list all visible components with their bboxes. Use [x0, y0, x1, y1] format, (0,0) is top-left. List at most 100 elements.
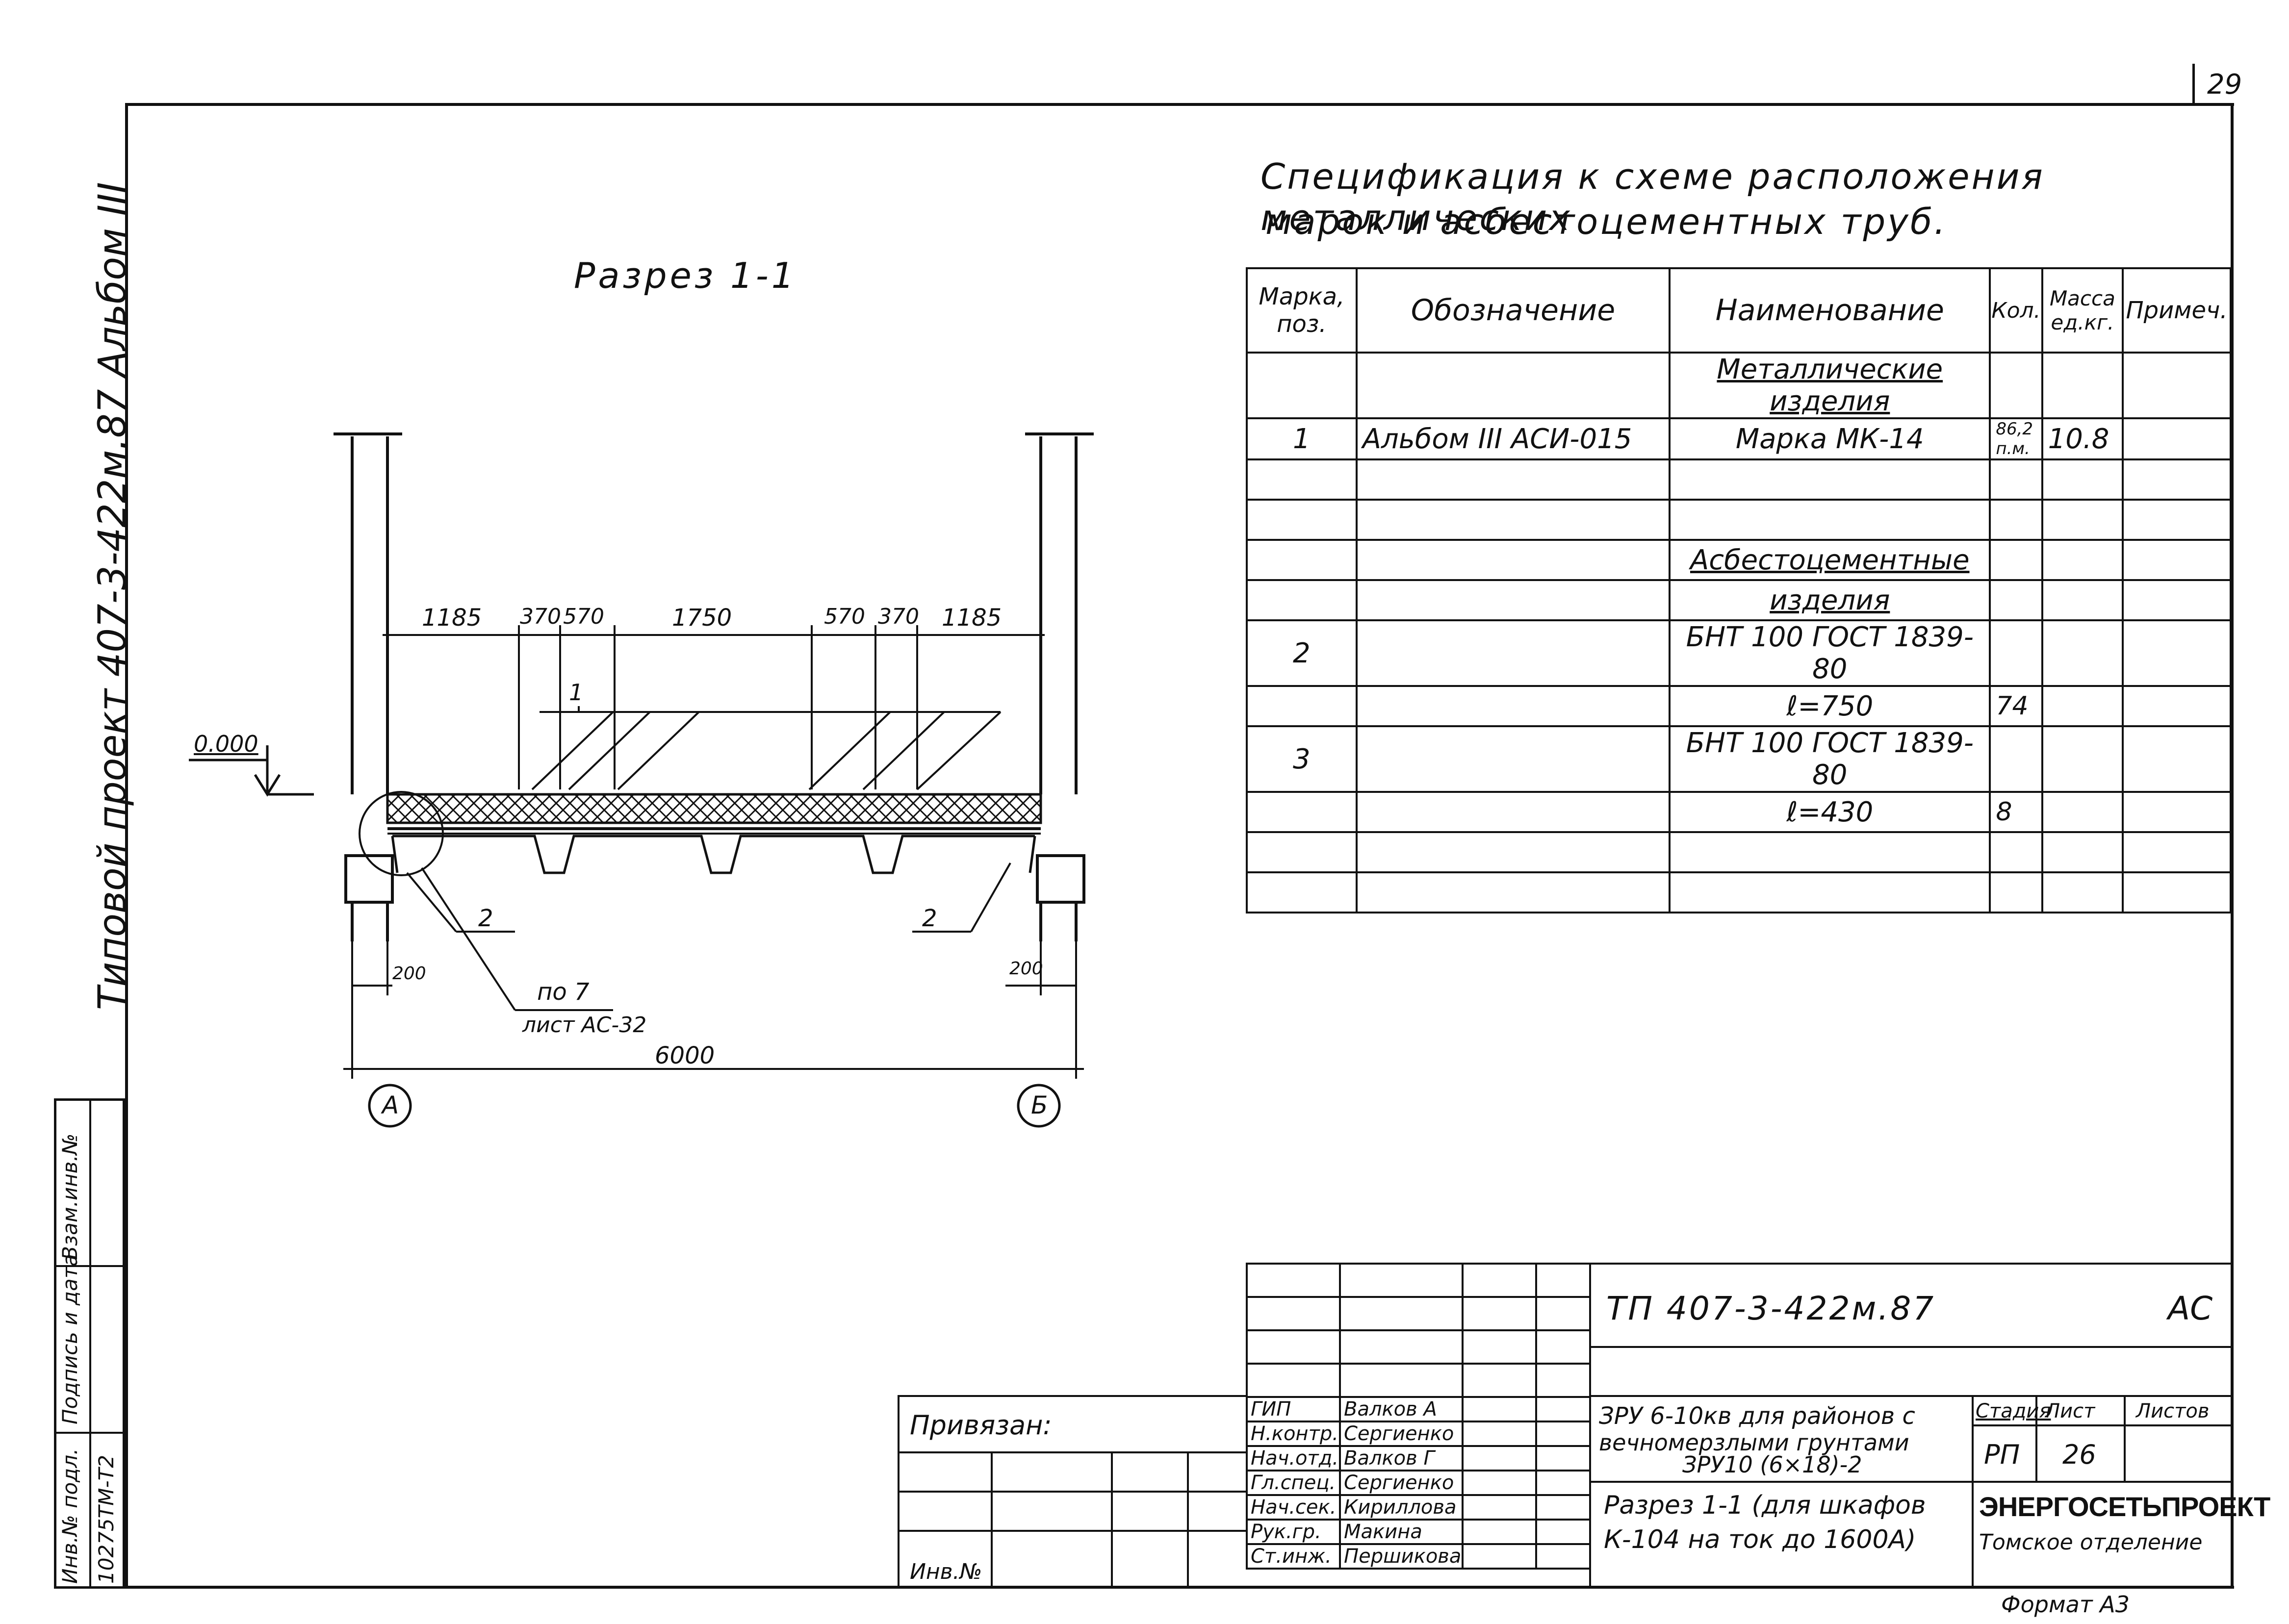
spec-cell-designation [1355, 791, 1671, 833]
title-line-object [1589, 1395, 2232, 1397]
leaders [406, 706, 1011, 1011]
spec-cell-name [1669, 831, 1991, 873]
spec-cell-mark [1246, 871, 1358, 914]
spec-cell-mark [1246, 831, 1358, 873]
spec-cell-mark [1246, 499, 1358, 541]
axis-a-label: А [382, 1091, 399, 1119]
spec-cell-mark: 1 [1246, 417, 1358, 460]
title-line-sheet [1589, 1481, 2232, 1483]
spec-cell-mass [2041, 499, 2124, 541]
header-qty: Кол. [1989, 267, 2043, 354]
name-cell: Сергиенко [1339, 1421, 1464, 1447]
date-cell [1535, 1519, 1591, 1545]
spec-cell-designation [1355, 539, 1671, 581]
date-cell [1535, 1396, 1591, 1422]
spec-cell-qty: 86,2 п.м. [1989, 417, 2043, 460]
role-cell: Н.контр. [1246, 1421, 1341, 1447]
spec-table: Марка, поз. Обозначение Наименование Кол… [1246, 267, 2232, 914]
spec-cell-designation [1355, 619, 1671, 687]
stage-value: РП [1984, 1439, 2020, 1470]
spec-cell-mass [2041, 352, 2124, 419]
spec-cell-mark [1246, 539, 1358, 581]
name-cell: Першикова [1339, 1543, 1464, 1570]
attach-line-2 [898, 1491, 1246, 1493]
sheet-value: 26 [2062, 1439, 2096, 1470]
title-line-code [1589, 1346, 2232, 1348]
spec-cell-note [2122, 725, 2232, 793]
callout-2-left: 2 [478, 905, 493, 932]
dim-1185-left: 1185 [422, 604, 482, 632]
frame-right-edge [2231, 103, 2234, 1589]
dim-200-left: 200 [392, 964, 426, 984]
role-row: Нач.отд.Валков Г [1246, 1445, 1591, 1472]
object-line2: вечномерзлыми грунтами [1599, 1429, 1909, 1456]
spec-row [1246, 499, 2232, 541]
signature-cell [1462, 1445, 1537, 1472]
spec-cell-mark: 3 [1246, 725, 1358, 793]
spec-cell-designation [1355, 725, 1671, 793]
spec-cell-qty [1989, 725, 2043, 793]
title-vline-sheets [2124, 1395, 2126, 1481]
header-note: Примеч. [2122, 267, 2232, 354]
dim-1185-right: 1185 [942, 604, 1002, 632]
spec-cell-designation [1355, 831, 1671, 873]
signature-cell [1462, 1396, 1537, 1422]
drawing-mark: АС [2168, 1290, 2213, 1327]
spec-cell-designation [1355, 579, 1671, 621]
attached-label: Привязан: [910, 1410, 1052, 1441]
spec-cell-name [1669, 499, 1991, 541]
spec-cell-note [2122, 871, 2232, 914]
title-main-box [1589, 1263, 2232, 1589]
spec-cell-note [2122, 499, 2232, 541]
spec-cell-designation [1355, 871, 1671, 914]
spec-cell-mass [2041, 725, 2124, 793]
spec-cell-mark [1246, 791, 1358, 833]
left-column [334, 432, 402, 941]
metal-marks [531, 711, 1002, 790]
dim-1750: 1750 [672, 604, 732, 632]
spec-cell-name: БНТ 100 ГОСТ 1839-80 [1669, 725, 1991, 793]
spec-cell-mark [1246, 685, 1358, 727]
right-column [1025, 432, 1094, 941]
sheet-title-line2: К-104 на ток до 1600А) [1604, 1525, 1916, 1554]
spec-row: изделия [1246, 579, 2232, 621]
stage-label: Стадия [1976, 1400, 2051, 1422]
spec-cell-qty [1989, 619, 2043, 687]
role-row: Нач.сек.Кириллова [1246, 1494, 1591, 1521]
spec-cell-qty [1989, 352, 2043, 419]
spec-row [1246, 458, 2232, 501]
role-cell: Рук.гр. [1246, 1519, 1341, 1545]
spec-row: Асбестоцементные [1246, 539, 2232, 581]
page-number-box [2192, 64, 2236, 106]
role-cell: Гл.спец. [1246, 1470, 1341, 1496]
signature-cell [1462, 1470, 1537, 1496]
spec-cell-note [2122, 417, 2232, 460]
spec-row: 3 БНТ 100 ГОСТ 1839-80 [1246, 725, 2232, 793]
date-cell [1535, 1543, 1591, 1570]
spec-cell-name [1669, 458, 1991, 501]
spec-cell-mark [1246, 352, 1358, 419]
note-line1: по 7 [537, 978, 590, 1006]
sheet-title-line1: Разрез 1-1 (для шкафов [1604, 1491, 1926, 1520]
note-line2: лист АС-32 [522, 1013, 647, 1038]
attach-vline-2 [1111, 1451, 1113, 1589]
project-code: ТП 407-3-422м.87 [1606, 1290, 1936, 1327]
role-cell: Нач.сек. [1246, 1494, 1341, 1521]
spec-cell-qty [1989, 458, 2043, 501]
spec-cell-name: ℓ=430 [1669, 791, 1991, 833]
spec-cell-name: БНТ 100 ГОСТ 1839-80 [1669, 619, 1991, 687]
date-cell [1535, 1421, 1591, 1447]
spec-cell-mass [2041, 539, 2124, 581]
name-cell: Сергиенко [1339, 1470, 1464, 1496]
spec-cell-qty [1989, 579, 2043, 621]
attach-vline-1 [991, 1451, 993, 1589]
axis-b-label: Б [1031, 1091, 1048, 1119]
dim-200-right: 200 [1009, 959, 1043, 979]
spec-title-line1: Спецификация к схеме расположения металл… [1260, 156, 2045, 238]
detail-circle [359, 791, 444, 876]
